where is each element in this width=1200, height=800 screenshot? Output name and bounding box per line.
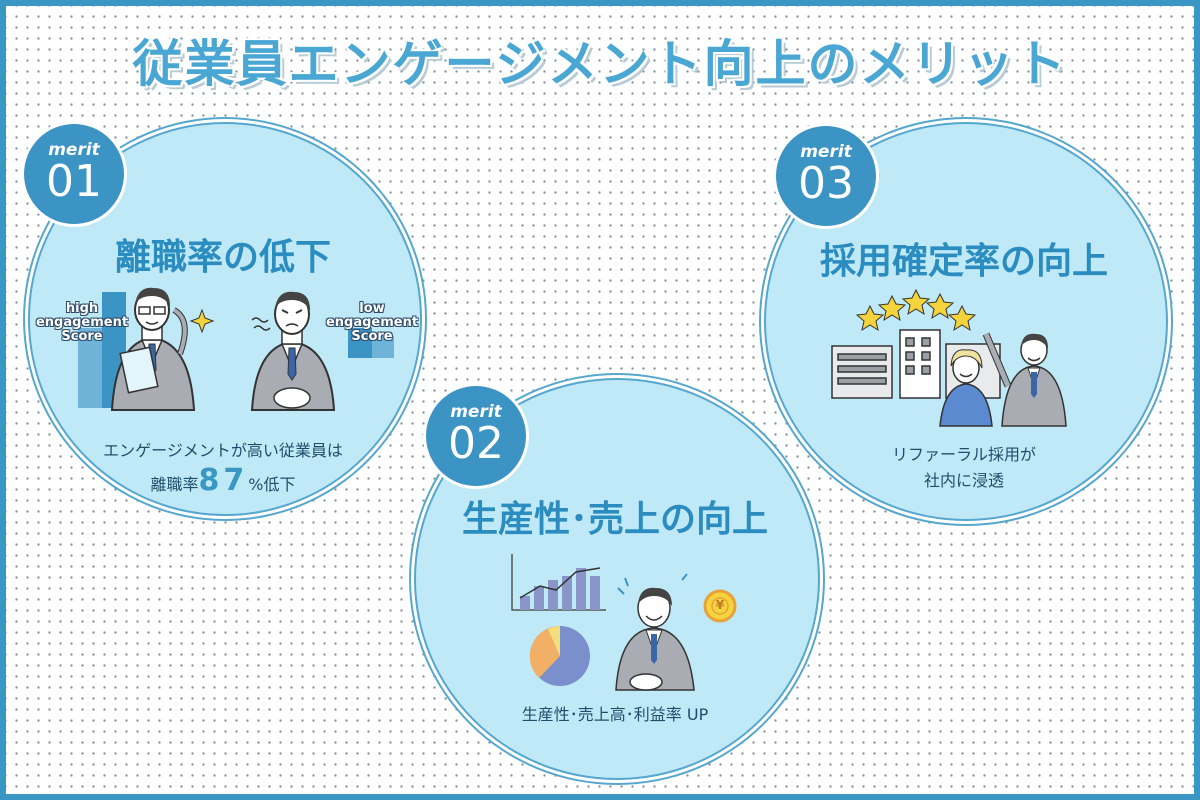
merit-02-heading: 生産性･売上の向上 <box>461 499 768 540</box>
merit-02-badge: merit 02 <box>426 386 526 486</box>
merit-01-desc-line1: エンゲージメントが高い従業員は <box>103 441 343 460</box>
merit-01-description: エンゲージメントが高い従業員は 離職率87%低下 <box>28 436 418 500</box>
merit-03-desc-line1: リファーラル採用が <box>891 445 1036 464</box>
low-score-label-line3: Score <box>351 329 393 344</box>
low-score-label-line1: low <box>359 301 385 316</box>
high-score-label-line3: Score <box>61 329 103 344</box>
high-score-label-line1: high <box>65 301 99 316</box>
page-title: 従業員エンゲージメント向上のメリット <box>132 35 1068 93</box>
low-score-label-line2: engagement <box>325 315 419 330</box>
merit-01-number: 01 <box>46 156 102 207</box>
merit-03-desc-line2: 社内に浸透 <box>923 471 1004 490</box>
merit-01-illustration <box>78 287 394 411</box>
merit-03-badge-word: merit <box>800 142 852 162</box>
low-score-label: low engagement Score <box>322 302 422 344</box>
merit-02-badge-word: merit <box>450 402 502 422</box>
merit-01-badge-word: merit <box>48 140 100 160</box>
smiling-woman-icon <box>939 349 993 427</box>
low-score-bar-1 <box>348 328 372 358</box>
presenting-businessman-icon <box>615 573 695 691</box>
merit-02-desc-line1: 生産性･売上高･利益率 UP <box>521 705 709 724</box>
rating-stars-icon <box>855 288 977 332</box>
coin-icon <box>703 589 737 623</box>
merit-01-desc-prefix: 離職率 <box>150 475 199 494</box>
merit-03-heading: 採用確定率の向上 <box>819 241 1108 282</box>
pointing-businessman-icon <box>982 332 1067 427</box>
happy-businessman-icon <box>110 287 215 411</box>
low-score-bar-2 <box>372 336 394 358</box>
merit-01-desc-line2: 離職率87%低下 <box>28 466 418 500</box>
merit-01-badge: merit 01 <box>24 124 124 224</box>
pie-chart-icon <box>529 625 590 686</box>
merit-01-desc-suffix: %低下 <box>248 475 296 494</box>
bar-chart-icon <box>511 554 606 611</box>
merit-01-desc-value: 87 <box>198 463 249 498</box>
high-score-label: high engagement Score <box>32 302 132 344</box>
worried-businessman-icon <box>250 291 336 411</box>
coin-symbol: ¥ <box>715 598 725 612</box>
merit-03-description: リファーラル採用が 社内に浸透 <box>764 442 1164 494</box>
merit-02-illustration <box>511 554 737 691</box>
merit-02-description: 生産性･売上高･利益率 UP <box>414 700 816 730</box>
merit-02-number: 02 <box>448 418 504 469</box>
high-score-label-line2: engagement <box>35 315 129 330</box>
merit-01-heading: 離職率の低下 <box>114 237 331 278</box>
merit-03-illustration <box>831 288 1067 427</box>
merit-03-badge: merit 03 <box>776 126 876 226</box>
high-score-bar-short <box>78 328 102 408</box>
merit-03-number: 03 <box>798 158 854 209</box>
